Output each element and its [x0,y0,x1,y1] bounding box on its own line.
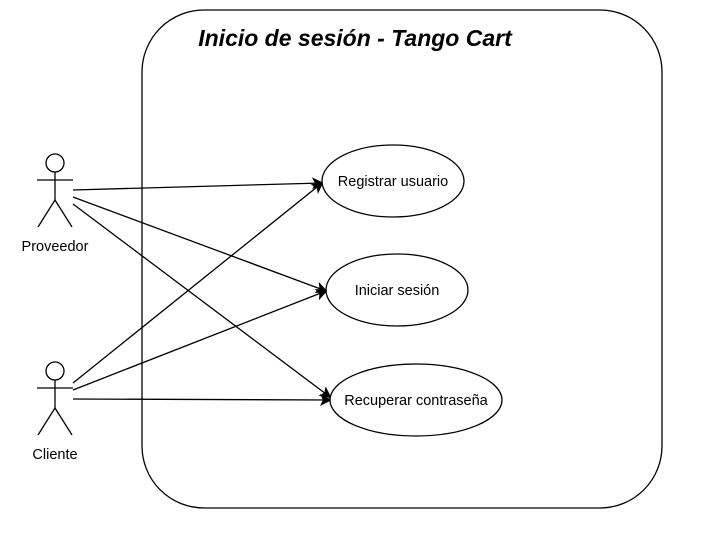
actor-label: Cliente [32,447,77,463]
use-case-ellipse[interactable] [321,144,465,218]
use-case-ellipse[interactable] [329,363,503,437]
use-case-ellipse[interactable] [325,253,469,327]
use-case-label: Recuperar contraseña [344,393,488,409]
system-boundary-box [141,9,663,509]
association-arrow-cliente-recuperar [72,393,332,406]
system-title: Inicio de sesión - Tango Cart [198,25,513,51]
association-arrow-cliente-registrar [72,181,324,384]
use-case-registrar[interactable]: Registrar usuario [321,144,465,218]
actor-label: Proveedor [22,239,89,255]
actor-proveedor[interactable]: Proveedor [22,153,89,255]
actor-cliente[interactable]: Cliente [32,361,78,463]
association-arrow-cliente-iniciar [72,289,328,391]
association-arrow-proveedor-iniciar [72,196,328,294]
associations [72,177,332,406]
actor-stick-figure-icon [37,361,73,436]
system-boundary: Inicio de sesión - Tango Cart [141,9,663,509]
use-case-recuperar[interactable]: Recuperar contraseña [329,363,503,437]
use-case-iniciar[interactable]: Iniciar sesión [325,253,469,327]
association-arrow-proveedor-registrar [72,177,324,191]
use-case-label: Iniciar sesión [355,283,440,299]
association-arrow-proveedor-recuperar [72,203,332,399]
actor-stick-figure-icon [37,153,73,228]
use-case-label: Registrar usuario [338,174,448,190]
